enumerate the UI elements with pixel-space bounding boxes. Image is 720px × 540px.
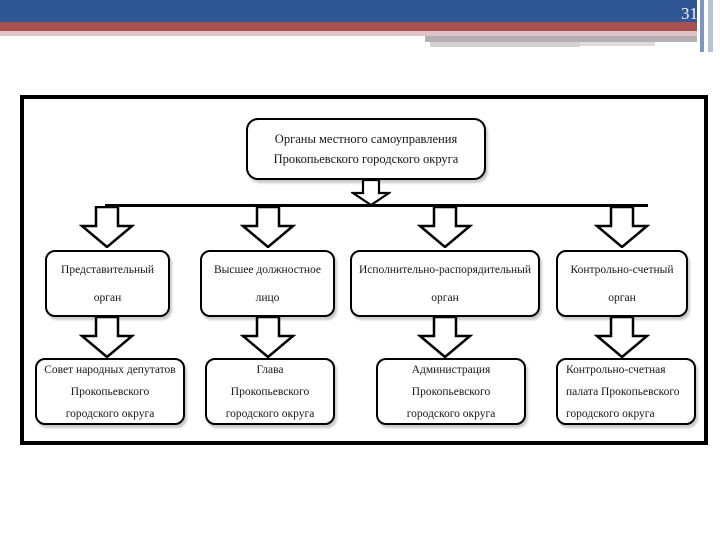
box-text-line: городского округа	[65, 407, 155, 420]
down-arrow-icon	[240, 316, 296, 358]
level2-box-executive-body: Исполнительно-распорядительный орган	[350, 250, 540, 317]
header-bar-gray	[425, 36, 710, 42]
header-stripe-blue	[700, 0, 704, 52]
down-arrow-icon	[594, 206, 650, 248]
level3-box-administration: Администрация Прокопьевского городского …	[376, 358, 526, 425]
box-text-line: Прокопьевского	[411, 385, 491, 398]
level2-box-chief-official: Высшее должностное лицо	[200, 250, 335, 317]
header-stripe-blue-light	[708, 0, 713, 52]
header-bar-red	[0, 22, 720, 31]
box-text-line: орган	[608, 291, 636, 304]
box-text-line: палата Прокопьевского	[566, 385, 680, 398]
box-text-line: Высшее должностное	[213, 263, 322, 276]
box-text-line: Прокопьевского	[70, 385, 150, 398]
down-arrow-icon	[79, 316, 135, 358]
box-text-line: Прокопьевского	[230, 385, 310, 398]
level3-box-council-of-deputies: Совет народных депутатов Прокопьевского …	[35, 358, 185, 425]
level3-box-control-chamber: Контрольно-счетная палата Прокопьевского…	[556, 358, 696, 425]
down-arrow-icon	[79, 206, 135, 248]
level2-box-control-body: Контрольно-счетный орган	[556, 250, 688, 317]
box-text-line: лицо	[255, 291, 280, 304]
header-bar-blue	[0, 0, 720, 22]
box-text-line: городского округа	[406, 407, 496, 420]
org-root-box: Органы местного самоуправления Прокопьев…	[246, 118, 486, 180]
down-arrow-icon	[417, 316, 473, 358]
page-number: 31	[681, 4, 698, 23]
box-text-line: Исполнительно-распорядительный	[358, 263, 532, 276]
header-bar-gray-light-2	[580, 42, 655, 46]
down-arrow-icon	[417, 206, 473, 248]
box-text-line: орган	[431, 291, 459, 304]
header-bar-gray-light	[430, 42, 580, 47]
level2-box-representative-body: Представительный орган	[45, 250, 170, 317]
box-text-line: Глава	[256, 363, 284, 376]
header-bar-pink	[0, 31, 720, 36]
box-text-line: городского округа	[225, 407, 315, 420]
level3-box-head-of-district: Глава Прокопьевского городского округа	[205, 358, 335, 425]
box-text-line: Контрольно-счетный	[570, 263, 674, 276]
box-text-line: орган	[93, 291, 122, 304]
connector-hline	[105, 204, 648, 207]
box-text-line: Администрация	[411, 363, 491, 376]
box-text-line: Представительный	[61, 263, 154, 276]
box-text-line: Органы местного самоуправления	[274, 132, 458, 146]
down-arrow-icon	[594, 316, 650, 358]
down-arrow-icon	[240, 206, 296, 248]
box-text-line: Совет народных депутатов	[44, 363, 176, 376]
box-text-line: Прокопьевского городского округа	[273, 152, 459, 166]
box-text-line: городского округа	[566, 407, 655, 420]
box-text-line: Контрольно-счетная	[566, 363, 666, 376]
down-arrow-icon	[351, 179, 391, 206]
